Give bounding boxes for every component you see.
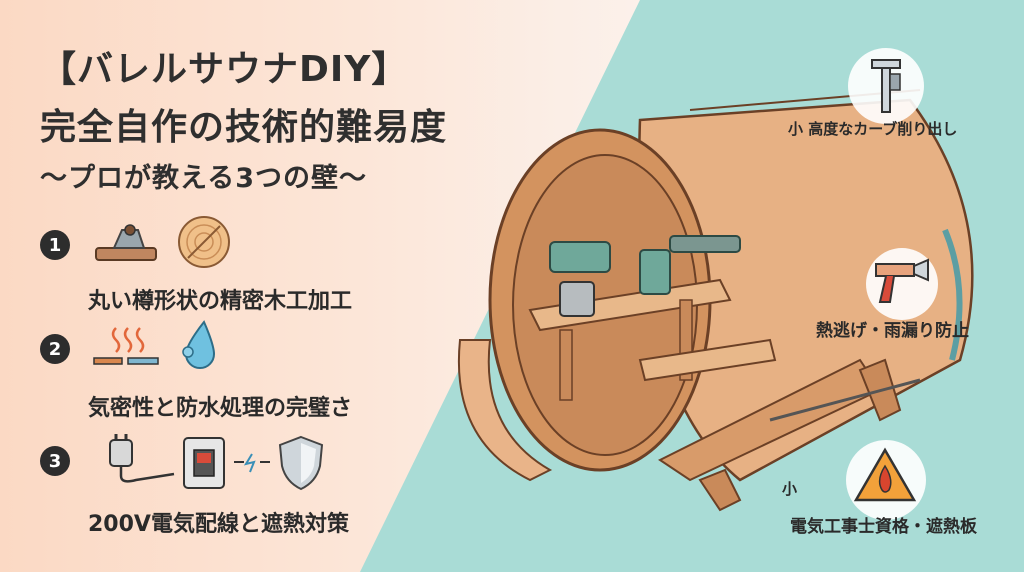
callout-3-prefix: 小: [782, 480, 798, 498]
callout-1-text: 小 高度なカーブ削り出し: [788, 120, 958, 138]
plane-icon: [95, 224, 157, 261]
spark-icon: [234, 453, 270, 473]
water-drop-icon: [182, 320, 216, 369]
item-label-2: 気密性と防水処理の完璧さ: [88, 396, 353, 421]
item-label-1: 丸い樽形状の精密木工加工: [88, 289, 353, 314]
item-number-3: 3: [40, 446, 70, 476]
title-line-3: ～プロが教える3つの壁～: [40, 163, 367, 194]
caulk-gun-icon: [875, 258, 929, 303]
wood-log-icon: [178, 216, 230, 268]
fire-warning-icon: [853, 447, 917, 502]
barrel-sauna-illustration: [457, 89, 974, 512]
title-line-1: 【バレルサウナDIY】: [40, 49, 409, 90]
callout-2-text: 熱逃げ・雨漏り防止: [816, 321, 969, 341]
plug-icon: [109, 434, 175, 483]
item-number-2: 2: [40, 334, 70, 364]
breaker-icon: [183, 437, 225, 489]
caliper-icon: [871, 59, 901, 113]
callout-3-text: 電気工事士資格・遮熱板: [790, 517, 977, 537]
item-label-3: 200V電気配線と遮熱対策: [88, 512, 349, 537]
heat-seal-icon: [93, 327, 159, 365]
title-line-2: 完全自作の技術的難易度: [40, 107, 448, 148]
item-number-1: 1: [40, 230, 70, 260]
shield-icon: [278, 435, 324, 491]
